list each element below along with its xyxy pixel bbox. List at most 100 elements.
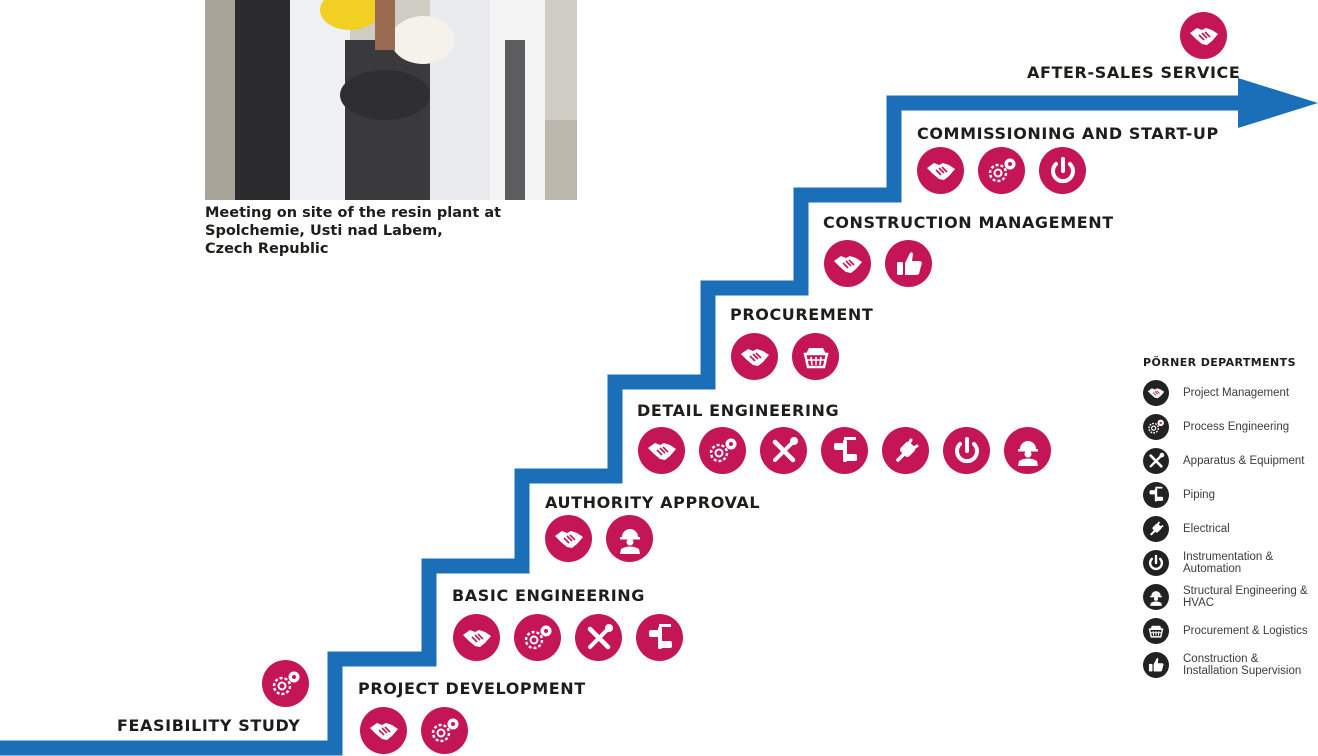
legend-item-label: Project Management bbox=[1183, 387, 1290, 399]
electrical-icon bbox=[882, 427, 929, 474]
legend-item: Electrical bbox=[1143, 516, 1313, 542]
legend-item-label: Construction & Installation Supervision bbox=[1183, 653, 1302, 677]
stage-label-project-development: PROJECT DEVELOPMENT bbox=[358, 679, 586, 698]
process-engineering-icon bbox=[421, 707, 468, 754]
stage-icons-commissioning-start-up bbox=[917, 147, 1100, 194]
structural-engineering-icon-glyph bbox=[1017, 440, 1038, 466]
structural-engineering-icon-glyph bbox=[619, 528, 640, 554]
project-management-icon-glyph bbox=[462, 629, 491, 647]
legend-item-label: Piping bbox=[1183, 489, 1215, 501]
legend-item: Apparatus & Equipment bbox=[1143, 448, 1313, 474]
structural-engineering-icon bbox=[1143, 584, 1169, 610]
stage-label-feasibility-study: FEASIBILITY STUDY bbox=[117, 716, 301, 735]
legend-item-label: Electrical bbox=[1183, 523, 1230, 535]
project-management-icon bbox=[453, 614, 500, 661]
piping-icon-glyph bbox=[1149, 486, 1164, 502]
project-management-icon bbox=[917, 147, 964, 194]
stage-icons-detail-engineering bbox=[638, 427, 1065, 474]
project-management-icon-glyph bbox=[833, 255, 862, 273]
legend-item-label: Procurement & Logistics bbox=[1183, 625, 1308, 637]
project-management-icon-glyph bbox=[1147, 388, 1165, 399]
project-management-icon bbox=[360, 707, 407, 754]
site-meeting-photo bbox=[205, 0, 577, 200]
structural-engineering-icon bbox=[1004, 427, 1051, 474]
stage-icons-feasibility-study bbox=[262, 660, 323, 707]
procurement-logistics-icon bbox=[1143, 618, 1169, 644]
stage-icons-after-sales-service bbox=[1180, 12, 1241, 59]
piping-icon bbox=[1143, 482, 1169, 508]
construction-supervision-icon-glyph bbox=[896, 251, 922, 275]
arrow-head bbox=[1238, 78, 1318, 128]
legend-item-label: Structural Engineering & HVAC bbox=[1183, 585, 1308, 609]
staircase-line bbox=[0, 95, 1265, 756]
piping-icon bbox=[636, 614, 683, 661]
electrical-icon-glyph bbox=[1150, 521, 1164, 536]
procurement-logistics-icon-glyph bbox=[1148, 625, 1164, 638]
process-engineering-icon-glyph bbox=[1148, 419, 1164, 434]
construction-supervision-icon bbox=[885, 240, 932, 287]
legend-item: Piping bbox=[1143, 482, 1313, 508]
apparatus-equipment-icon-glyph bbox=[587, 623, 613, 649]
legend-item: Structural Engineering & HVAC bbox=[1143, 584, 1313, 610]
instrumentation-automation-icon-glyph bbox=[1050, 156, 1075, 183]
process-engineering-icon-glyph bbox=[709, 438, 736, 462]
stage-icons-basic-engineering bbox=[453, 614, 697, 661]
stage-label-construction-management: CONSTRUCTION MANAGEMENT bbox=[823, 213, 1114, 232]
piping-icon-glyph bbox=[833, 436, 857, 462]
caption-line-2: Spolchemie, Usti nad Labem, bbox=[205, 223, 443, 239]
apparatus-equipment-icon bbox=[1143, 448, 1169, 474]
stage-label-procurement: PROCUREMENT bbox=[730, 305, 874, 324]
project-management-icon bbox=[545, 515, 592, 562]
instrumentation-automation-icon-glyph bbox=[1148, 554, 1164, 571]
stage-label-detail-engineering: DETAIL ENGINEERING bbox=[637, 401, 840, 420]
project-management-icon bbox=[638, 427, 685, 474]
project-management-icon bbox=[1143, 380, 1169, 406]
stage-icons-procurement bbox=[731, 333, 853, 380]
electrical-icon bbox=[1143, 516, 1169, 542]
legend-item: Process Engineering bbox=[1143, 414, 1313, 440]
procurement-logistics-icon-glyph bbox=[802, 347, 829, 368]
stage-icons-authority-approval bbox=[545, 515, 667, 562]
project-management-icon-glyph bbox=[554, 530, 583, 548]
caption-line-1: Meeting on site of the resin plant at bbox=[205, 205, 502, 221]
project-management-icon-glyph bbox=[926, 162, 955, 180]
legend-item-label: Instrumentation & Automation bbox=[1183, 551, 1274, 575]
apparatus-equipment-icon bbox=[760, 427, 807, 474]
legend-item: Construction & Installation Supervision bbox=[1143, 652, 1313, 678]
process-engineering-icon-glyph bbox=[988, 158, 1015, 182]
instrumentation-automation-icon bbox=[1039, 147, 1086, 194]
construction-supervision-icon bbox=[1143, 652, 1169, 678]
stage-label-after-sales-service: AFTER-SALES SERVICE bbox=[1027, 63, 1241, 82]
construction-supervision-icon-glyph bbox=[1148, 658, 1164, 672]
project-management-icon-glyph bbox=[647, 442, 676, 460]
apparatus-equipment-icon-glyph bbox=[1149, 452, 1165, 468]
process-engineering-icon-glyph bbox=[524, 625, 551, 649]
caption-line-3: Czech Republic bbox=[205, 241, 329, 257]
stage-icons-project-development bbox=[360, 707, 482, 754]
instrumentation-automation-icon bbox=[1143, 550, 1169, 576]
process-engineering-icon-glyph bbox=[431, 718, 458, 742]
process-engineering-icon bbox=[262, 660, 309, 707]
legend-title: PÖRNER DEPARTMENTS bbox=[1143, 356, 1296, 369]
legend-item-label: Process Engineering bbox=[1183, 421, 1290, 433]
stage-label-basic-engineering: BASIC ENGINEERING bbox=[452, 586, 646, 605]
legend-item: Project Management bbox=[1143, 380, 1313, 406]
stage-label-authority-approval: AUTHORITY APPROVAL bbox=[545, 493, 761, 512]
structural-engineering-icon bbox=[606, 515, 653, 562]
piping-icon-glyph bbox=[648, 623, 672, 649]
procurement-logistics-icon bbox=[792, 333, 839, 380]
process-engineering-icon bbox=[978, 147, 1025, 194]
structural-engineering-icon-glyph bbox=[1150, 591, 1162, 606]
apparatus-equipment-icon bbox=[575, 614, 622, 661]
process-engineering-icon bbox=[1143, 414, 1169, 440]
instrumentation-automation-icon-glyph bbox=[954, 436, 979, 463]
project-management-icon-glyph bbox=[369, 722, 398, 740]
project-management-icon bbox=[1180, 12, 1227, 59]
project-management-icon-glyph bbox=[1189, 27, 1218, 45]
piping-icon bbox=[821, 427, 868, 474]
legend-item-label: Apparatus & Equipment bbox=[1183, 455, 1305, 467]
stage-icons-construction-management bbox=[824, 240, 946, 287]
project-management-icon-glyph bbox=[740, 348, 769, 366]
